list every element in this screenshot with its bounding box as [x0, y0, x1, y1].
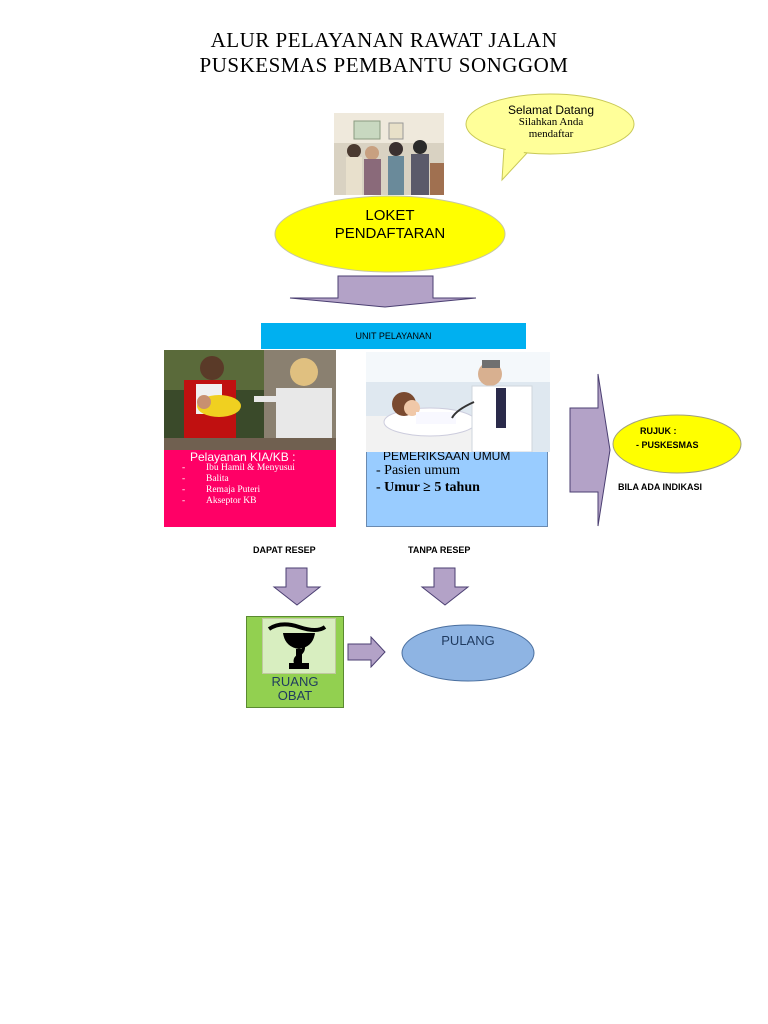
pulang-label: PULANG: [441, 633, 495, 648]
kia-kb-box: [164, 447, 336, 527]
kia-photo: [164, 350, 336, 450]
pharmacy-bowl-icon: [267, 622, 327, 669]
page-subtitle: PUSKESMAS PEMBANTU SONGGOM: [199, 53, 569, 77]
loket-pendaftaran-ellipse: [274, 195, 506, 273]
page-title: ALUR PELAYANAN RAWAT JALAN: [210, 28, 558, 52]
pharmacy-icon-frame: [262, 618, 336, 674]
ruang-obat-line2: OBAT: [277, 688, 313, 703]
unit-pelayanan-bar: UNIT PELAYANAN: [261, 323, 526, 349]
pemeriksaan-umum-box: [366, 447, 548, 527]
umum-heading: PEMERIKSAAN UMUM: [383, 449, 511, 463]
kia-list-item: -Akseptor KB: [182, 496, 257, 506]
down-arrow-tanpa-resep: [420, 567, 470, 606]
ruang-obat-line1: RUANG: [271, 674, 319, 689]
dapat-resep-label: DAPAT RESEP: [253, 545, 316, 555]
welcome-speech-bubble: [465, 93, 635, 182]
kia-heading: Pelayanan KIA/KB :: [190, 450, 296, 464]
pemeriksaan-umum-photo: [366, 352, 550, 452]
kia-list-item: -Balita: [182, 474, 229, 484]
umum-line2: - Umur ≥ 5 tahun: [376, 480, 480, 495]
registration-photo: [334, 113, 444, 195]
right-arrow-to-pulang: [347, 636, 386, 668]
kia-list-item: -Ibu Hamil & Menyusui: [182, 463, 295, 473]
pulang-ellipse: [401, 624, 535, 682]
rujuk-label: RUJUK :: [640, 426, 677, 436]
tanpa-resep-label: TANPA RESEP: [408, 545, 471, 555]
welcome-line2: Silahkan Anda: [518, 116, 584, 128]
umum-line1: - Pasien umum: [376, 463, 460, 478]
rujuk-puskesmas: - PUSKESMAS: [636, 440, 699, 450]
loket-line1: LOKET: [365, 207, 415, 224]
kia-list-item: -Remaja Puteri: [182, 485, 261, 495]
kia-list: -Ibu Hamil & Menyusui -Balita -Remaja Pu…: [182, 463, 332, 507]
down-arrow-to-unit: [289, 275, 477, 308]
loket-line2: PENDAFTARAN: [334, 225, 446, 242]
welcome-line1: Selamat Datang: [507, 103, 595, 117]
right-arrow-to-rujuk: [569, 373, 611, 527]
welcome-line3: mendaftar: [528, 128, 574, 140]
down-arrow-dapat-resep: [272, 567, 322, 606]
rujuk-condition: BILA ADA INDIKASI: [618, 482, 702, 492]
rujuk-ellipse: [612, 414, 742, 474]
